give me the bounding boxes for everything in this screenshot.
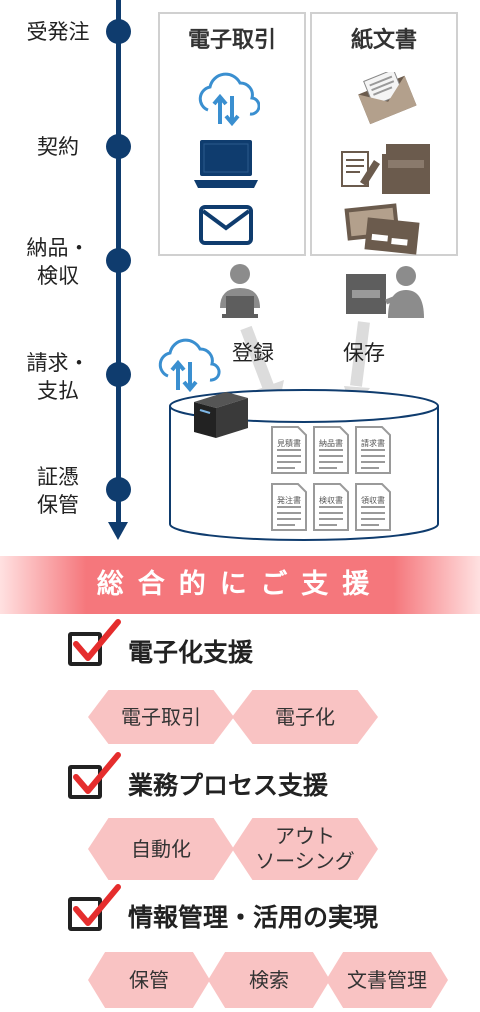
person-scanner-icon — [346, 266, 424, 318]
storage-cylinder — [169, 389, 439, 541]
laptop-icon — [194, 140, 258, 188]
timeline-arrow — [108, 522, 128, 540]
checkmark-icon — [73, 619, 121, 661]
document-label: 領収書 — [361, 496, 385, 505]
tag-storage: 保管 — [88, 952, 210, 1008]
copier-document-icon — [341, 144, 430, 194]
checkmark-icon — [73, 752, 121, 794]
server-icon — [194, 392, 248, 438]
document-label: 発注書 — [277, 496, 301, 505]
timeline-dot — [106, 134, 131, 159]
paper-document-panel: 紙文書 — [310, 12, 458, 256]
electronic-title: 電子取引 — [187, 28, 276, 53]
document-label: 検収書 — [319, 496, 343, 505]
support-banner: 総合的にご支援 — [0, 556, 480, 614]
register-label: 登録 — [232, 341, 274, 365]
document-label: 請求書 — [361, 439, 385, 448]
tag-outsourcing: アウト ソーシング — [232, 818, 378, 880]
timeline-step-contract: 契約 — [37, 135, 79, 159]
store-label: 保存 — [343, 341, 385, 365]
paper-mail-icon — [358, 72, 417, 125]
tag-search: 検索 — [208, 952, 330, 1008]
timeline-step-billing: 請求・ 支払 — [26, 351, 90, 403]
tag-digitization: 電子化 — [232, 690, 378, 744]
timeline-dot — [106, 19, 131, 44]
timeline-step-archive: 証憑 保管 — [37, 465, 79, 517]
tag-document-management: 文書管理 — [326, 952, 448, 1008]
document-label: 納品書 — [319, 439, 343, 448]
document-icon: 納品書 — [313, 426, 349, 474]
document-icon: 請求書 — [355, 426, 391, 474]
section-heading-process: 業務プロセス支援 — [128, 771, 329, 800]
envelope-icon — [199, 205, 253, 245]
cloud-sync-icon — [198, 72, 260, 127]
document-icon: 見積書 — [271, 426, 307, 474]
banner-title: 総合的にご支援 — [96, 569, 384, 600]
timeline-dot — [106, 362, 131, 387]
paper-title: 紙文書 — [350, 28, 417, 53]
person-laptop-icon — [220, 264, 260, 318]
document-label: 見積書 — [277, 439, 301, 448]
document-icon: 領収書 — [355, 483, 391, 531]
tag-electronic-transaction: 電子取引 — [88, 690, 234, 744]
checkmark-icon — [73, 884, 121, 926]
timeline-step-order: 受発注 — [26, 20, 90, 44]
paper-slips-icon — [344, 203, 420, 255]
timeline-dot — [106, 477, 131, 502]
cloud-transfer-icon — [158, 338, 221, 393]
document-icon: 検収書 — [313, 483, 349, 531]
timeline-dot — [106, 248, 131, 273]
section-heading-digitization: 電子化支援 — [128, 638, 254, 667]
timeline-step-delivery: 納品・ 検収 — [26, 236, 90, 288]
electronic-transaction-panel: 電子取引 — [158, 12, 306, 256]
document-icon: 発注書 — [271, 483, 307, 531]
section-heading-info-management: 情報管理・活用の実現 — [128, 903, 379, 932]
tag-automation: 自動化 — [88, 818, 234, 880]
